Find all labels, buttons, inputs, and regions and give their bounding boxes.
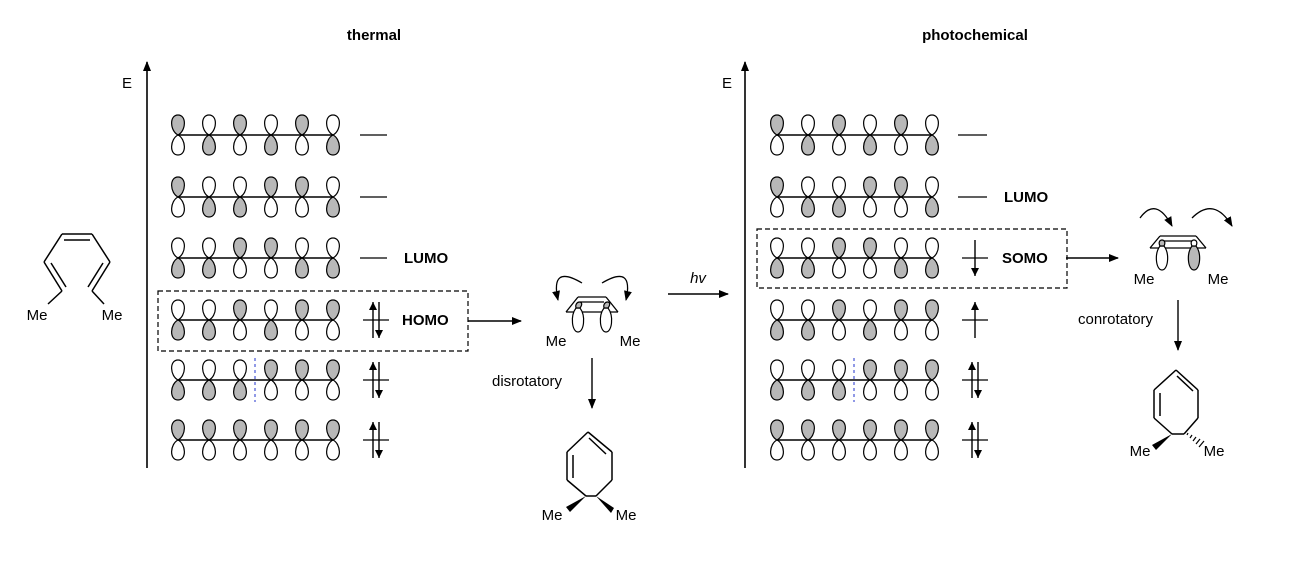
methyl-label: Me <box>1204 443 1225 460</box>
electron-spin-arrow <box>375 302 383 338</box>
energy-axis-thermal: E <box>122 61 151 468</box>
homo-label: HOMO <box>402 312 449 329</box>
mo-stack-photochemical <box>770 114 988 461</box>
methyl-label: Me <box>1134 271 1155 288</box>
wedge-bond <box>1152 434 1172 450</box>
hash-bond <box>1186 432 1205 448</box>
conrotatory-transition-state <box>1139 208 1233 271</box>
hexatriene-structure <box>43 233 111 305</box>
disrotatory-transition-state <box>552 275 632 333</box>
light-label: hv <box>690 270 707 287</box>
methyl-label: Me <box>542 507 563 524</box>
electron-spin-arrow <box>971 302 979 338</box>
electron-spin-arrow <box>369 422 377 458</box>
electron-spin-arrow <box>375 422 383 458</box>
molecular-orbital-psi1 <box>770 419 988 461</box>
electron-spin-arrow <box>968 422 976 458</box>
electron-spin-arrow <box>375 362 383 398</box>
wedge-bond <box>566 496 586 512</box>
molecular-orbital-psi1 <box>171 419 389 461</box>
molecular-orbital-psi2 <box>171 358 389 402</box>
lumo-label: LUMO <box>404 250 448 267</box>
cis-cyclohexadiene-product <box>566 431 613 497</box>
conrotatory-label: conrotatory <box>1078 311 1154 328</box>
methyl-label: Me <box>27 307 48 324</box>
molecular-orbital-psi6 <box>770 114 939 156</box>
molecular-orbital-psi3 <box>770 299 988 341</box>
methyl-label: Me <box>1130 443 1151 460</box>
molecular-orbital-psi4 <box>171 237 340 279</box>
somo-label: SOMO <box>1002 250 1048 267</box>
molecular-orbital-psi5 <box>171 176 340 218</box>
lumo-label: LUMO <box>1004 189 1048 206</box>
electron-spin-arrow <box>974 362 982 398</box>
electron-spin-arrow <box>968 362 976 398</box>
energy-axis-photochemical: E <box>722 61 749 468</box>
electron-spin-arrow <box>369 362 377 398</box>
electron-spin-arrow <box>971 240 979 276</box>
electron-spin-arrow <box>369 302 377 338</box>
molecular-orbital-psi2 <box>770 358 988 402</box>
energy-label: E <box>722 75 732 92</box>
thermal-heading: thermal <box>347 27 401 44</box>
disrotatory-label: disrotatory <box>492 373 563 390</box>
trans-cyclohexadiene-product <box>1153 369 1199 435</box>
molecular-orbital-psi3 <box>171 299 389 341</box>
methyl-label: Me <box>102 307 123 324</box>
electron-spin-arrow <box>974 422 982 458</box>
molecular-orbital-psi6 <box>171 114 340 156</box>
methyl-label: Me <box>620 333 641 350</box>
photochemical-heading: photochemical <box>922 27 1028 44</box>
molecular-orbital-psi5 <box>770 176 939 218</box>
methyl-label: Me <box>616 507 637 524</box>
wedge-bond <box>596 496 614 513</box>
methyl-label: Me <box>546 333 567 350</box>
methyl-label: Me <box>1208 271 1229 288</box>
energy-label: E <box>122 75 132 92</box>
molecular-orbital-psi4 <box>770 237 988 279</box>
mo-stack-thermal <box>171 114 389 461</box>
